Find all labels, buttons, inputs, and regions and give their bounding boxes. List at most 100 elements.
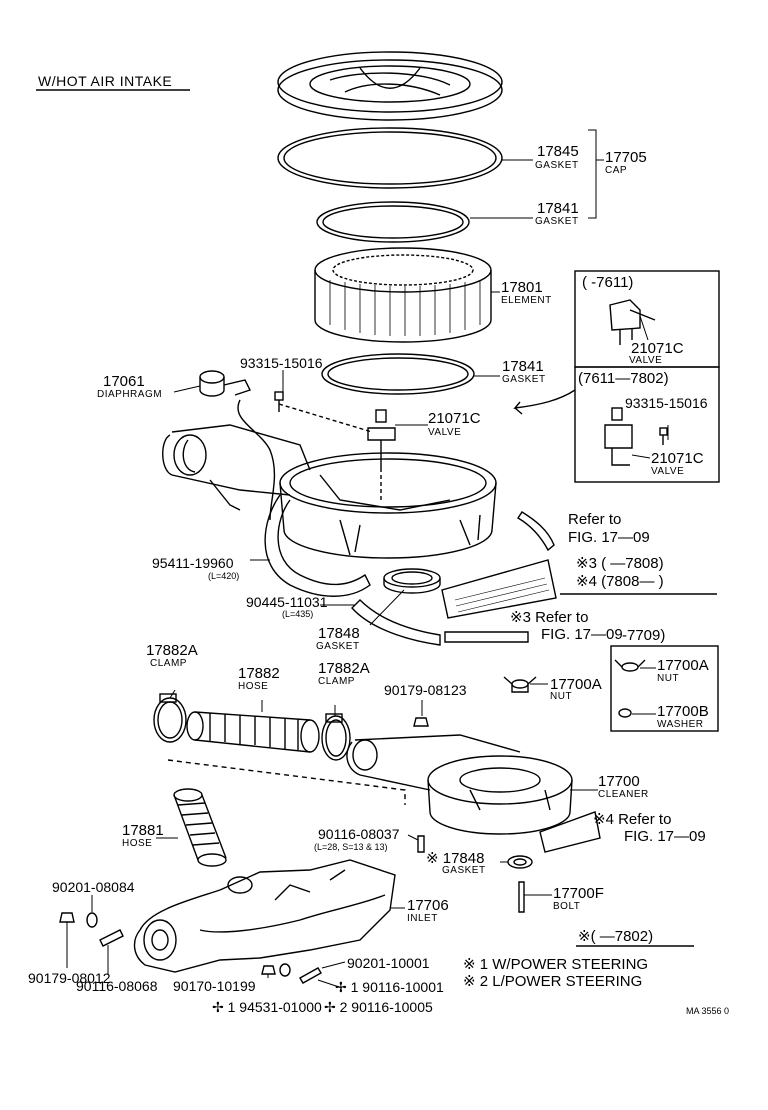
part-17841b-number: 17841 [502,358,544,375]
part-17841b-name: GASKET [502,374,546,385]
part-17848-lower-number: ※ 17848 [426,850,485,867]
valve-variant-2-number: 21071C [651,450,704,467]
valve-21071c-drawing [367,409,396,468]
part-94531-number: ✢ 1 94531-01000 [212,999,322,1015]
part-95411-number: 95411-19960 [152,555,234,571]
part-17882a-left-number: 17882A [146,642,198,659]
part-95411-length: (L=420) [208,571,240,581]
part-17845-number: 17845 [537,143,579,160]
hose-90445-drawing [351,599,441,646]
hose-17881-drawing [173,788,227,867]
washer-box-drawing [618,708,632,718]
heat-shield-mesh [454,577,550,613]
cap-part-drawing [277,51,503,121]
refer-3-line-1: ※3 Refer to [510,609,589,626]
part-90116-10001-number: ✢ 1 90116-10001 [335,979,444,995]
valve-variant-1-range: ( -7611) [582,274,634,291]
heat-shield-piece-1 [517,511,555,552]
diaphragm-drawing [199,370,276,521]
part-17882-name: HOSE [238,681,269,692]
note-2: ※ 2 L/POWER STEERING [463,973,643,990]
part-90179-08012-number: 90179-08012 [28,970,111,986]
part-17881-number: 17881 [122,822,164,839]
part-17881-name: HOSE [122,838,153,849]
part-17061-number: 17061 [103,373,145,390]
clamp-17882a-right-drawing [321,713,351,761]
gasket-17841-top-drawing [316,201,470,243]
part-17700b-number: 17700B [657,703,709,720]
valve-variant-1-name: VALVE [629,355,663,366]
part-17882a-right-number: 17882A [318,660,370,677]
part-17841-name: GASKET [535,216,579,227]
note-1: ※ 1 W/POWER STEERING [463,956,649,973]
hose-95411-drawing [264,494,371,597]
part-17700a-box-name: NUT [657,673,680,684]
gasket-17848-drawing [383,568,441,594]
wing-nut-box-drawing [614,659,646,672]
part-17801-number: 17801 [501,279,543,296]
hose-17882-drawing [186,711,320,753]
valve-variant-1-number: 21071C [631,340,684,357]
part-90445-length: (L=435) [282,609,314,619]
part-90116-10005-number: ✢ 2 90116-10005 [324,999,433,1015]
refer-4-line-1: ※4 Refer to [593,811,672,828]
bolt-90116-08068-drawing [99,929,124,947]
range-note-3: ※3 ( —7808) [576,555,664,572]
cleaner-case-upper-drawing [162,424,497,559]
part-17700f-number: 17700F [553,885,604,902]
part-17848-lower-name: GASKET [442,865,486,876]
part-17705-number: 17705 [605,149,647,166]
inlet-17706-drawing [133,859,396,973]
part-90116-08068-number: 90116-08068 [76,978,158,994]
leader-lines [66,129,669,989]
part-17700-number: 17700 [598,773,640,790]
bolt-17700f-drawing [518,881,525,913]
part-90179-08123-number: 90179-08123 [384,682,467,698]
valve-variant-boxes [574,270,720,483]
washer-94531-drawing [279,963,291,977]
part-90201-08084-number: 90201-08084 [52,879,135,895]
refer-1-line-1: Refer to [568,511,622,528]
notes-range: ※( —7802) [578,928,654,945]
cleaner-lower-mesh [539,811,601,853]
filter-element-drawing [314,247,492,343]
bolt-93315-drawing [274,391,284,412]
nut-90179-08123-drawing [413,717,429,727]
part-90201-10001-number: 90201-10001 [347,955,430,971]
part-17848-number: 17848 [318,625,360,642]
bolt-90116-10001-drawing [299,967,322,984]
part-21071c-number: 21071C [428,410,481,427]
valve-variant-2-bolt-number: 93315-15016 [625,395,708,411]
clamp-17882a-left-drawing [153,693,187,743]
part-93315-number: 93315-15016 [240,355,323,371]
part-90445-number: 90445-11031 [246,594,328,610]
part-17061-name: DIAPHRAGM [97,389,163,400]
gasket-17848-lower-drawing [507,855,533,869]
part-17706-name: INLET [407,913,438,924]
part-17700a-box-number: 17700A [657,657,709,674]
catalog-code: MA 3556 0 [686,1006,730,1016]
part-17841-number: 17841 [537,200,579,217]
gasket-17845-drawing [277,127,503,189]
refer-3-line-2: FIG. 17—09 [541,626,623,643]
valve-variant-2-name: VALVE [651,466,685,477]
part-17706-number: 17706 [407,897,449,914]
refer-1-line-2: FIG. 17—09 [568,529,650,546]
gasket-17841-lower-drawing [321,353,475,395]
nut-washer-box [610,645,719,732]
part-17848-name: GASKET [316,641,360,652]
diagram-title: W/HOT AIR INTAKE [38,73,173,89]
part-17700a-number: 17700A [550,676,602,693]
cleaner-case-lower-drawing [346,734,573,835]
wing-nut-17700a-drawing [503,676,537,693]
nut-washer-range: -7709) [622,627,666,644]
part-90116-08037-number: 90116-08037 [318,826,400,842]
part-17801-name: ELEMENT [501,295,552,306]
part-17705-name: CAP [605,165,628,176]
washer-90201-08084-drawing [86,912,98,928]
part-17700f-name: BOLT [553,901,581,912]
valve-variant-2-range: (7611—7802) [578,370,669,387]
refer-4-line-2: FIG. 17—09 [624,828,706,845]
part-17882-number: 17882 [238,665,280,682]
